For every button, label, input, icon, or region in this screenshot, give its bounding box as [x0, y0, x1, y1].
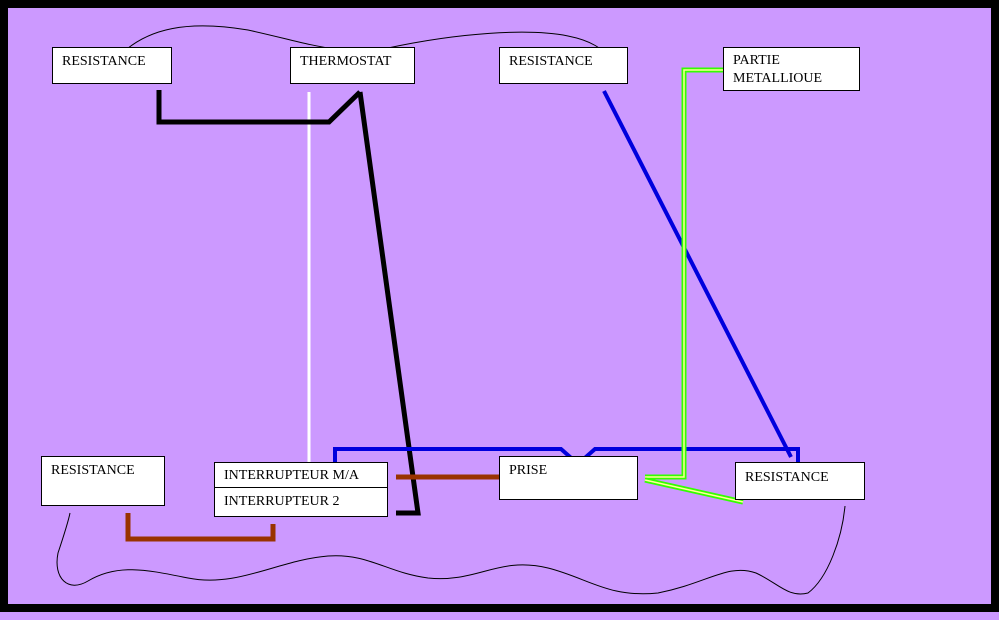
resistance-top-mid-label: RESISTANCE	[509, 54, 593, 69]
interrupteur-ma-box: INTERRUPTEUR M/A	[214, 462, 388, 488]
interrupteur-ma-label: INTERRUPTEUR M/A	[224, 468, 359, 483]
thermostat-box: THERMOSTAT	[290, 47, 415, 84]
partie-metallique-box: PARTIE METALLIOUE	[723, 47, 860, 91]
blue-wire-resistance-diagonal	[602, 90, 793, 458]
interrupteur-2-box: INTERRUPTEUR 2	[214, 487, 388, 517]
resistance-bottom-right-box: RESISTANCE	[735, 462, 865, 500]
resistance-top-left-box: RESISTANCE	[52, 47, 172, 84]
black-wire-resistance-thermostat	[156, 90, 362, 125]
prise-label: PRISE	[509, 463, 548, 478]
resistance-top-mid-box: RESISTANCE	[499, 47, 628, 84]
green-wire-prise-resistance-core	[644, 479, 744, 503]
appliance-outline	[56, 25, 846, 595]
black-wire-thermostat-interrupteur	[357, 91, 421, 516]
green-wire-prise-partie	[645, 67, 731, 480]
interrupteur-2-label: INTERRUPTEUR 2	[224, 494, 340, 509]
resistance-bottom-right-label: RESISTANCE	[745, 470, 829, 485]
wiring-layer	[56, 25, 846, 595]
partie-label-line2: METALLIOUE	[733, 71, 823, 86]
resistance-bottom-left-label: RESISTANCE	[51, 463, 135, 478]
resistance-top-left-label: RESISTANCE	[62, 54, 146, 69]
partie-label-line1: PARTIE	[733, 53, 780, 68]
prise-box: PRISE	[499, 456, 638, 500]
brown-wire-resistance-interrupteur	[125, 513, 276, 542]
green-wire-prise-partie-core	[645, 69, 731, 478]
resistance-bottom-left-box: RESISTANCE	[41, 456, 165, 506]
thermostat-label: THERMOSTAT	[300, 54, 392, 69]
